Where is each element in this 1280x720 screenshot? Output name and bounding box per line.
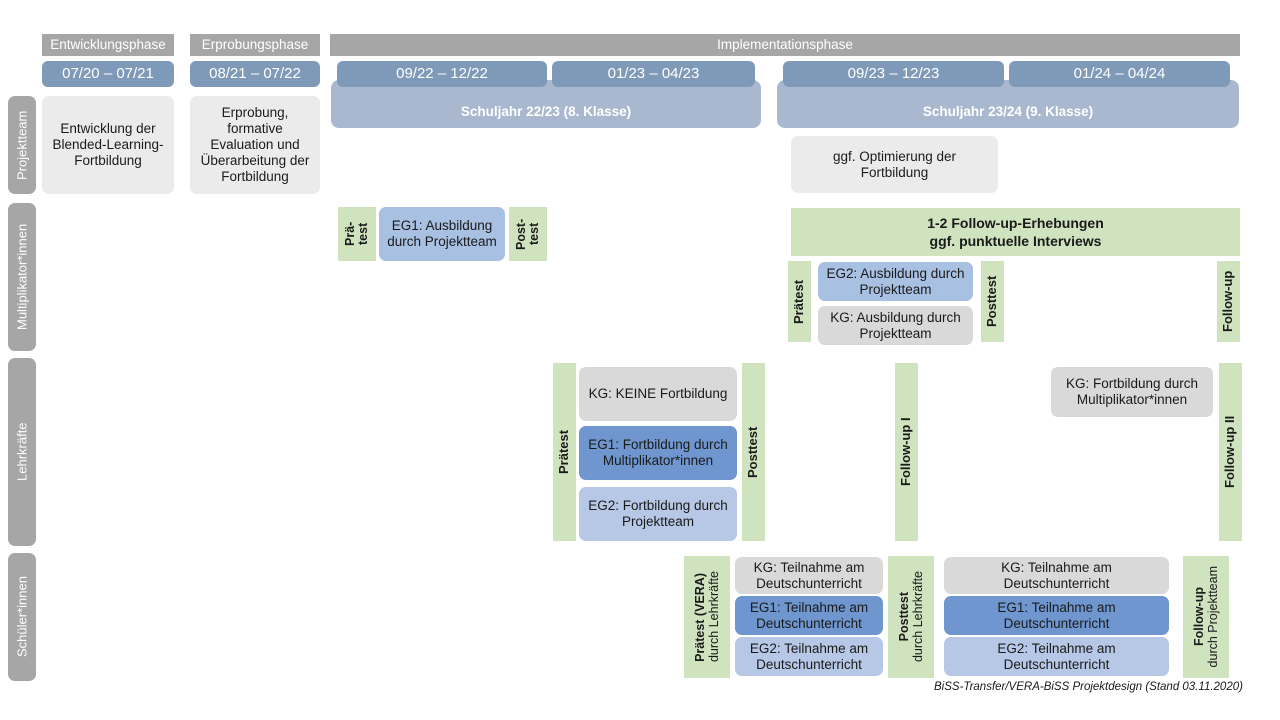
- period-0821-0722: 08/21 – 07/22: [190, 61, 320, 87]
- row-label-multiplikatorinnen: Multiplikator*innen: [8, 203, 36, 351]
- schueler-posttest-main-label: Posttest: [896, 592, 911, 642]
- multiplikator-followup-banner: 1-2 Follow-up-Erhebungen ggf. punktuelle…: [791, 208, 1240, 256]
- schueler-eg2-box-2: EG2: Teilnahme am Deutschunterricht: [944, 637, 1169, 676]
- school-year-band-2324: Schuljahr 23/24 (9. Klasse): [777, 80, 1239, 128]
- lehrkraefte-followup-2: Follow-up II: [1219, 363, 1242, 541]
- schueler-kg-box-1: KG: Teilnahme am Deutschunterricht: [735, 557, 883, 594]
- lehrkraefte-praetest: Prätest: [553, 363, 576, 541]
- multiplikator-eg1-box: EG1: Ausbildung durch Projektteam: [379, 207, 505, 261]
- projektteam-entwicklung-box: Entwicklung der Blended-Learning-Fortbil…: [42, 96, 174, 194]
- row-label-lehrkraefte: Lehrkräfte: [8, 358, 36, 546]
- school-year-band-2223: Schuljahr 22/23 (8. Klasse): [331, 80, 761, 128]
- row-label-projektteam: Projektteam: [8, 96, 36, 194]
- schueler-eg1-box-1: EG1: Teilnahme am Deutschunterricht: [735, 596, 883, 635]
- multiplikator-kg-box: KG: Ausbildung durch Projektteam: [818, 306, 973, 345]
- period-0123-0423: 01/23 – 04/23: [552, 61, 755, 87]
- lehrkraefte-eg1-box: EG1: Fortbildung durch Multiplikator*inn…: [579, 426, 737, 480]
- lehrkraefte-kg-fortbildung-box: KG: Fortbildung durch Multiplikator*inne…: [1051, 367, 1213, 417]
- period-0923-1223: 09/23 – 12/23: [783, 61, 1004, 87]
- schueler-kg-box-2: KG: Teilnahme am Deutschunterricht: [944, 557, 1169, 594]
- lehrkraefte-posttest: Posttest: [742, 363, 765, 541]
- phase-header-entwicklungsphase: Entwicklungsphase: [42, 34, 174, 56]
- lehrkraefte-kg-keine-box: KG: KEINE Fortbildung: [579, 367, 737, 421]
- schueler-eg2-box-1: EG2: Teilnahme am Deutschunterricht: [735, 637, 883, 676]
- schueler-praetest-vera: Prätest (VERA) durch Lehrkräfte: [684, 556, 730, 678]
- lehrkraefte-eg2-box: EG2: Fortbildung durch Projektteam: [579, 487, 737, 541]
- period-0922-1222: 09/22 – 12/22: [337, 61, 547, 87]
- schueler-posttest: Posttest durch Lehrkräfte: [888, 556, 934, 678]
- projektteam-erprobung-box: Erprobung, formative Evaluation und Über…: [190, 96, 320, 194]
- phase-header-erprobungsphase: Erprobungsphase: [190, 34, 320, 56]
- schueler-followup: Follow-up durch Projektteam: [1183, 556, 1229, 678]
- period-0720-0721: 07/20 – 07/21: [42, 61, 174, 87]
- multiplikator-posttest-1: Post- test: [509, 207, 547, 261]
- lehrkraefte-followup-1: Follow-up I: [895, 363, 918, 541]
- multiplikator-praetest-1: Prä- test: [338, 207, 376, 261]
- multiplikator-eg2-box: EG2: Ausbildung durch Projektteam: [818, 262, 973, 301]
- schueler-praetest-sub-label: durch Lehrkräfte: [707, 571, 721, 663]
- schueler-posttest-sub-label: durch Lehrkräfte: [911, 571, 925, 663]
- schueler-praetest-main-label: Prätest (VERA): [692, 572, 707, 662]
- multiplikator-posttest-2: Posttest: [981, 261, 1004, 342]
- multiplikator-praetest-2: Prätest: [788, 261, 811, 342]
- footer-caption: BiSS-Transfer/VERA-BiSS Projektdesign (S…: [934, 681, 1243, 693]
- schueler-followup-main-label: Follow-up: [1191, 587, 1206, 647]
- schueler-eg1-box-2: EG1: Teilnahme am Deutschunterricht: [944, 596, 1169, 635]
- period-0124-0424: 01/24 – 04/24: [1009, 61, 1230, 87]
- schueler-followup-sub-label: durch Projektteam: [1206, 566, 1220, 668]
- multiplikator-followup: Follow-up: [1217, 261, 1240, 342]
- projektteam-optimierung-box: ggf. Optimierung der Fortbildung: [791, 136, 998, 193]
- phase-header-implementationsphase: Implementationsphase: [330, 34, 1240, 56]
- row-label-schuelerinnen: Schüler*innen: [8, 553, 36, 681]
